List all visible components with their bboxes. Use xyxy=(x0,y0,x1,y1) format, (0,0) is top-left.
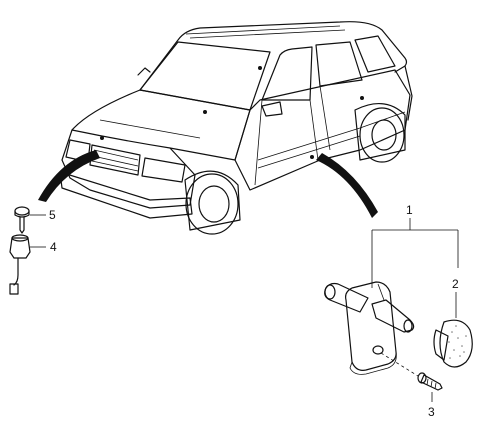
part-4-switch xyxy=(9,234,31,295)
part-1-door-switch xyxy=(324,281,415,375)
callout-4: 4 xyxy=(50,240,57,254)
callout-1: 1 xyxy=(406,203,413,217)
pointer-arrow-left xyxy=(38,150,100,202)
callout-2: 2 xyxy=(452,277,459,291)
callout-5: 5 xyxy=(49,208,56,222)
callout-1-leader xyxy=(371,218,459,288)
part-2-cap xyxy=(433,319,473,368)
part-3-screw xyxy=(417,372,443,391)
vehicle-illustration xyxy=(59,21,413,235)
pointer-arrow-right xyxy=(316,153,378,218)
assembly-dashed-line xyxy=(380,352,419,377)
part-5-screw xyxy=(14,206,30,234)
callout-3: 3 xyxy=(428,405,435,419)
